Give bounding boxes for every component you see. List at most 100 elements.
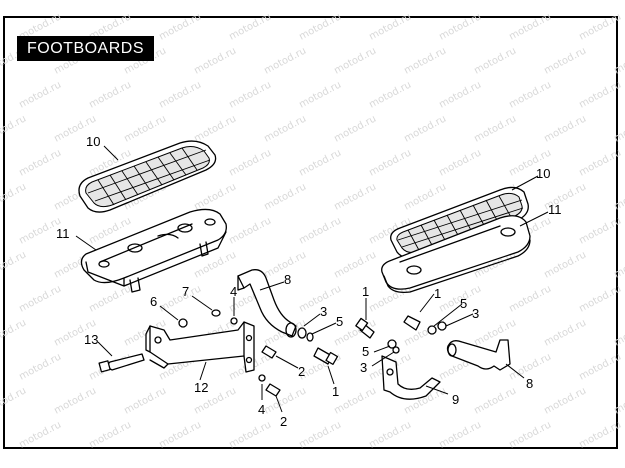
watermark-text: motod.ru [332,385,378,416]
watermark-text: motod.ru [577,215,623,246]
callout-2-lower: 2 [280,414,287,429]
callout-8-left: 8 [284,272,291,287]
watermark-text: motod.ru [437,419,483,450]
watermark-text: motod.ru [17,283,63,314]
watermark-text: motod.ru [542,317,588,348]
watermark-text: motod.ru [612,181,625,212]
watermark-text: motod.ru [472,317,518,348]
page-title: FOOTBOARDS [17,36,155,61]
watermark-text: motod.ru [612,317,625,348]
callout-3-left: 3 [320,304,327,319]
watermark-text: motod.ru [577,11,623,42]
callout-5-right: 5 [460,296,467,311]
callout-1-right: 1 [434,286,441,301]
watermark-text: motod.ru [17,419,63,450]
watermark-text: motod.ru [297,419,343,450]
watermark-text: motod.ru [122,385,168,416]
watermark-text: motod.ru [332,249,378,280]
callout-9: 9 [452,392,459,407]
watermark-text: motod.ru [262,45,308,76]
watermark-text: motod.ru [577,283,623,314]
watermark-text: motod.ru [157,79,203,110]
watermark-text: motod.ru [0,249,28,280]
watermark-text: motod.ru [367,79,413,110]
watermark-text: motod.ru [227,11,273,42]
watermark-text: motod.ru [507,419,553,450]
watermark-text: motod.ru [367,419,413,450]
callout-13: 13 [84,332,98,347]
watermark-text: motod.ru [367,147,413,178]
left-footboard-plate [80,208,227,293]
callout-11-left: 11 [56,226,70,241]
diagram-frame [3,16,618,449]
left-footboard-pad [78,140,217,213]
callout-11-right: 11 [548,202,562,217]
leader-lines [75,145,549,413]
callout-6: 6 [150,294,157,309]
watermark-text: motod.ru [472,385,518,416]
callout-2-upper: 2 [298,364,305,379]
watermark-text: motod.ru [192,113,238,144]
callout-labels: 10 11 10 11 8 7 4 6 13 3 5 2 12 4 2 1 1 … [56,134,562,429]
watermark-text: motod.ru [262,113,308,144]
right-footboard-plate [381,215,531,294]
watermark-text: motod.ru [612,45,625,76]
callout-8-right: 8 [526,376,533,391]
watermark-text: motod.ru [87,79,133,110]
right-footboard-pad [390,186,529,259]
callout-5-middle: 5 [362,344,369,359]
watermark-text: motod.ru [332,181,378,212]
watermark-text: motod.ru [192,45,238,76]
right-support-arm [446,339,511,371]
watermark-text: motod.ru [227,215,273,246]
watermark-text: motod.ru [227,147,273,178]
watermark-text: motod.ru [87,283,133,314]
watermark-text: motod.ru [577,351,623,382]
watermark-text: motod.ru [612,385,625,416]
watermark-text: motod.ru [52,385,98,416]
watermark-text: motod.ru [227,419,273,450]
watermark-text: motod.ru [0,181,28,212]
callout-10-right: 10 [536,166,550,181]
watermark-text: motod.ru [157,419,203,450]
left-support-arm [237,269,297,338]
watermark-text: motod.ru [437,11,483,42]
watermark-text: motod.ru [472,45,518,76]
callout-12: 12 [194,380,208,395]
watermark-text: motod.ru [402,113,448,144]
watermark-text: motod.ru [437,79,483,110]
watermark-text: motod.ru [577,419,623,450]
watermark-text: motod.ru [577,147,623,178]
watermark-text: motod.ru [472,113,518,144]
watermark-text: motod.ru [577,79,623,110]
watermark-text: motod.ru [542,385,588,416]
watermark-text: motod.ru [297,11,343,42]
watermark-text: motod.ru [262,181,308,212]
callout-3-right: 3 [472,306,479,321]
watermark-text: motod.ru [157,11,203,42]
fasteners [98,309,447,397]
watermark-text: motod.ru [507,11,553,42]
left-mount-bracket [145,321,255,373]
watermark-text: motod.ru [0,385,28,416]
watermark-text: motod.ru [17,79,63,110]
callout-1-lower: 1 [332,384,339,399]
watermark-text: motod.ru [507,79,553,110]
watermark-text: motod.ru [87,419,133,450]
watermark-text: motod.ru [542,249,588,280]
watermark-text: motod.ru [122,113,168,144]
callout-3-middle: 3 [360,360,367,375]
clevis-bracket [381,355,441,400]
watermark-text: motod.ru [367,11,413,42]
callout-5-left: 5 [336,314,343,329]
watermark-text: motod.ru [192,181,238,212]
watermark-text: motod.ru [17,351,63,382]
watermark-text: motod.ru [542,113,588,144]
callout-4-lower: 4 [258,402,265,417]
watermark-text: motod.ru [227,79,273,110]
watermark-text: motod.ru [332,113,378,144]
watermark-text: motod.ru [507,283,553,314]
watermark-text: motod.ru [0,317,28,348]
